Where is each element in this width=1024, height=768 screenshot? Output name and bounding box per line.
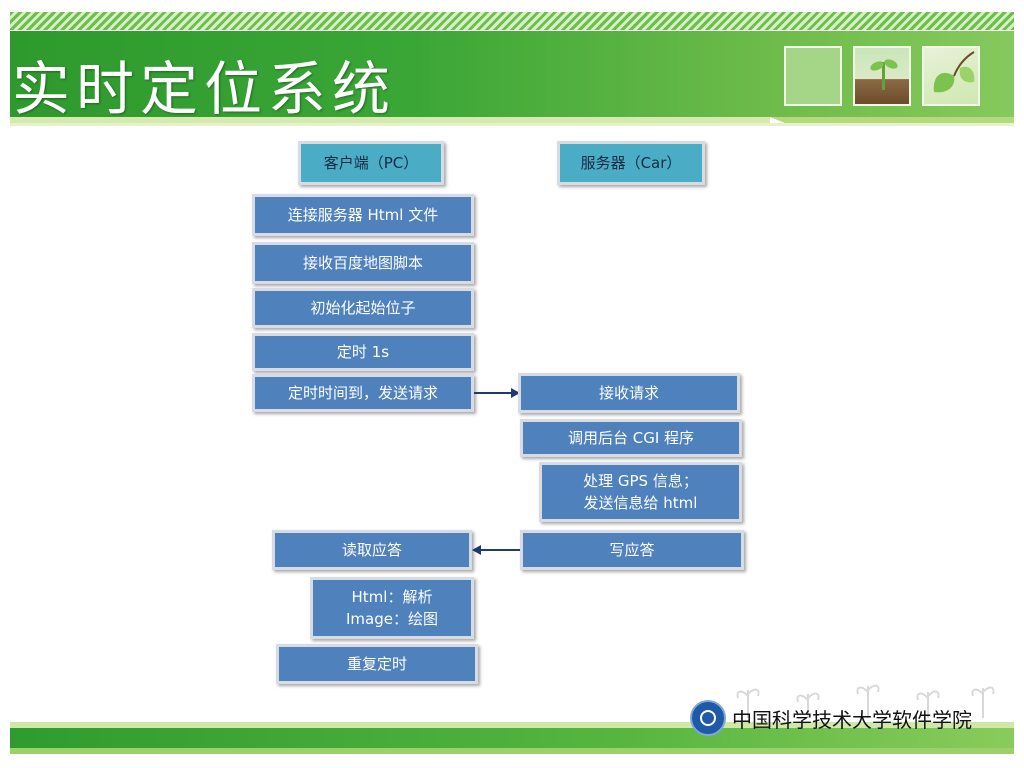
client-step-label: 读取应答 [341,541,402,559]
university-logo-icon [690,700,726,736]
footer-divider [10,722,1014,728]
green-tile-image [784,46,842,106]
request-arrow [474,392,512,394]
server-step-label: 接收请求 [598,384,659,402]
client-step-init-position: 初始化起始位子 [252,288,474,328]
client-step-repeat-timer: 重复定时 [276,644,478,684]
server-step-call-cgi: 调用后台 CGI 程序 [520,419,742,457]
client-step-label: 定时时间到，发送请求 [287,384,438,402]
sprout-soil-image [853,46,911,106]
client-step-connect: 连接服务器 Html 文件 [252,194,474,236]
leaf-image [922,46,980,106]
school-branding: 中国科学技术大学软件学院 [690,700,972,736]
server-step-label: 调用后台 CGI 程序 [567,429,695,447]
client-step-label: 初始化起始位子 [310,299,416,317]
client-step-label: 定时 1s [336,343,390,361]
footer-divider-bottom [10,748,1014,754]
response-arrow-head [472,545,481,555]
sprout-decoration [736,684,995,718]
response-arrow [480,549,520,551]
client-step-label: 接收百度地图脚本 [302,254,423,272]
client-step-read-response: 读取应答 [272,530,472,570]
client-step-line: Image：绘图 [346,610,438,628]
client-step-parse-draw: Html：解析 Image：绘图 [310,577,474,639]
footer-band [10,728,1014,748]
server-step-receive: 接收请求 [518,373,740,413]
client-header-box: 客户端（PC） [298,141,444,185]
client-step-label: 重复定时 [346,655,407,673]
header-banner [10,31,1014,117]
client-header-label: 客户端（PC） [323,154,419,172]
header-divider [10,117,770,123]
header-stripe [10,12,1014,30]
client-step-line: Html：解析 [351,588,433,606]
server-step-process-gps: 处理 GPS 信息； 发送信息给 html [539,462,742,522]
server-header-box: 服务器（Car） [557,141,705,185]
client-step-timer: 定时 1s [252,333,474,371]
server-step-write-response: 写应答 [520,530,744,570]
school-name: 中国科学技术大学软件学院 [732,707,972,732]
server-header-label: 服务器（Car） [580,154,682,172]
server-step-line: 发送信息给 html [583,494,698,512]
header-divider-thin [10,123,1014,126]
header-divider-right [770,117,1014,125]
server-step-label: 写应答 [609,541,655,559]
server-step-line: 处理 GPS 信息； [583,472,698,490]
client-step-label: 连接服务器 Html 文件 [287,206,439,224]
client-step-receive-map: 接收百度地图脚本 [252,242,474,284]
client-step-send-request: 定时时间到，发送请求 [252,374,474,412]
request-arrow-head [511,388,520,398]
slide-title: 实时定位系统 [12,55,397,123]
